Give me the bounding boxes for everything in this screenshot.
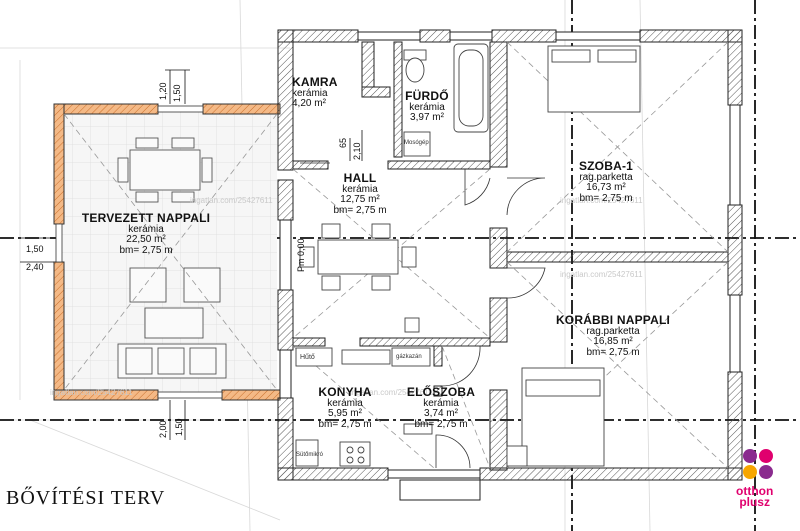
- plan-title: BŐVÍTÉSI TERV: [6, 487, 166, 509]
- logo-text: otthon plusz: [736, 484, 774, 509]
- watermark: ingatlan.com/25427611: [560, 270, 643, 279]
- room-label-konyha: KONYHA kerámia 5,95 m² bm= 2,75 m: [318, 385, 372, 430]
- dim-000: Pm 0,00: [296, 238, 306, 272]
- planned-living-walls: [53, 103, 281, 401]
- dimension-lines: [20, 69, 363, 440]
- room-label-korabbi-nappali: KORÁBBI NAPPALI rag.parketta 16,85 m² bm…: [555, 313, 671, 358]
- oven-label: Sütőmikró: [296, 452, 324, 458]
- dim-200-bottom: 2,00: [158, 420, 168, 438]
- windows-doors: [279, 31, 741, 501]
- watermark: ingatlan.com/25427611: [50, 388, 133, 397]
- room-label-furdo: FÜRDŐ kerámia 3,97 m²: [405, 89, 449, 124]
- watermark: ingatlan.com/25427611: [190, 196, 273, 205]
- dim-65: 65: [338, 137, 348, 148]
- dim-240-left: 2,40: [26, 262, 44, 272]
- room-label-eloszoba: ELŐSZOBA kerámia 3,74 m² bm= 2,75 m: [406, 385, 476, 430]
- room-label-szoba1: SZOBA-1 rag.parketta 16,73 m² bm= 2,75 m: [578, 159, 634, 204]
- door-swings: [300, 162, 546, 469]
- hall-furniture: [299, 223, 420, 333]
- boiler-label: gázkazán: [396, 354, 422, 360]
- dim-150-top: 1,50: [172, 84, 182, 102]
- room-diagonals: [63, 41, 729, 469]
- fridge-label: Hűtő: [300, 354, 315, 361]
- watermark: ingatlan.com/25427611: [560, 196, 643, 205]
- planned-living-windows: [55, 105, 223, 399]
- room-label-tervezett-nappali: TERVEZETT NAPPALI kerámia 22,50 m² bm= 2…: [81, 211, 211, 256]
- watermark: ingatlan.com/25427611: [350, 388, 433, 397]
- bedroom-furniture: [506, 45, 641, 467]
- dim-120-top: 1,20: [158, 82, 168, 100]
- dim-150-left: 1,50: [26, 244, 44, 254]
- otthonplusz-logo-icon: [743, 449, 773, 479]
- bathroom-fixtures: [403, 43, 489, 157]
- dim-210: 2,10: [352, 142, 362, 160]
- washer-label: Mosógép: [404, 140, 429, 146]
- dim-150-bottom: 1,50: [174, 418, 184, 436]
- room-label-kamra: KAMRA kerámia 4,20 m²: [292, 75, 338, 110]
- main-walls: [277, 29, 743, 481]
- living-furniture: [117, 137, 227, 379]
- kitchen-fixtures: [295, 347, 433, 467]
- room-label-hall: HALL kerámia 12,75 m² bm= 2,75 m: [333, 171, 387, 216]
